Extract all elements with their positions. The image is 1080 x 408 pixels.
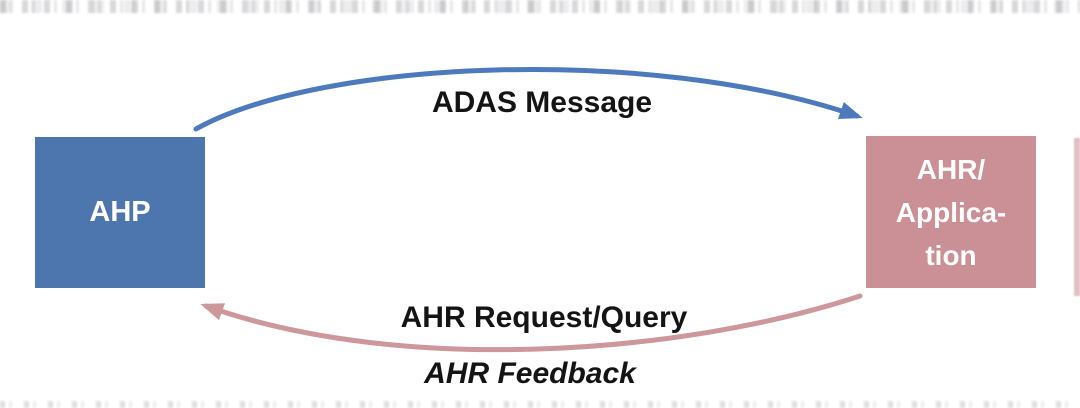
label-ahr-request-query: AHR Request/Query xyxy=(400,301,688,334)
node-ahp-label: AHP xyxy=(89,196,151,228)
label-ahr-feedback: AHR Feedback xyxy=(424,357,636,390)
node-ahp: AHP xyxy=(35,137,205,288)
label-adas-message: ADAS Message xyxy=(431,86,653,119)
node-ahr-label-line3: tion xyxy=(925,239,977,271)
node-ahr-application: AHR/ Applica- tion xyxy=(866,136,1036,288)
cropped-text-artifact-top xyxy=(0,0,1080,13)
node-ahr-label-line2: Applica- xyxy=(895,196,1007,228)
node-ahr-label-line1: AHR/ xyxy=(916,153,986,185)
cropped-text-artifact-bottom xyxy=(0,401,1080,408)
ahr-request-arrow xyxy=(200,293,863,353)
cropped-box-artifact-right xyxy=(1074,138,1080,296)
adas-message-arrow xyxy=(193,66,863,132)
